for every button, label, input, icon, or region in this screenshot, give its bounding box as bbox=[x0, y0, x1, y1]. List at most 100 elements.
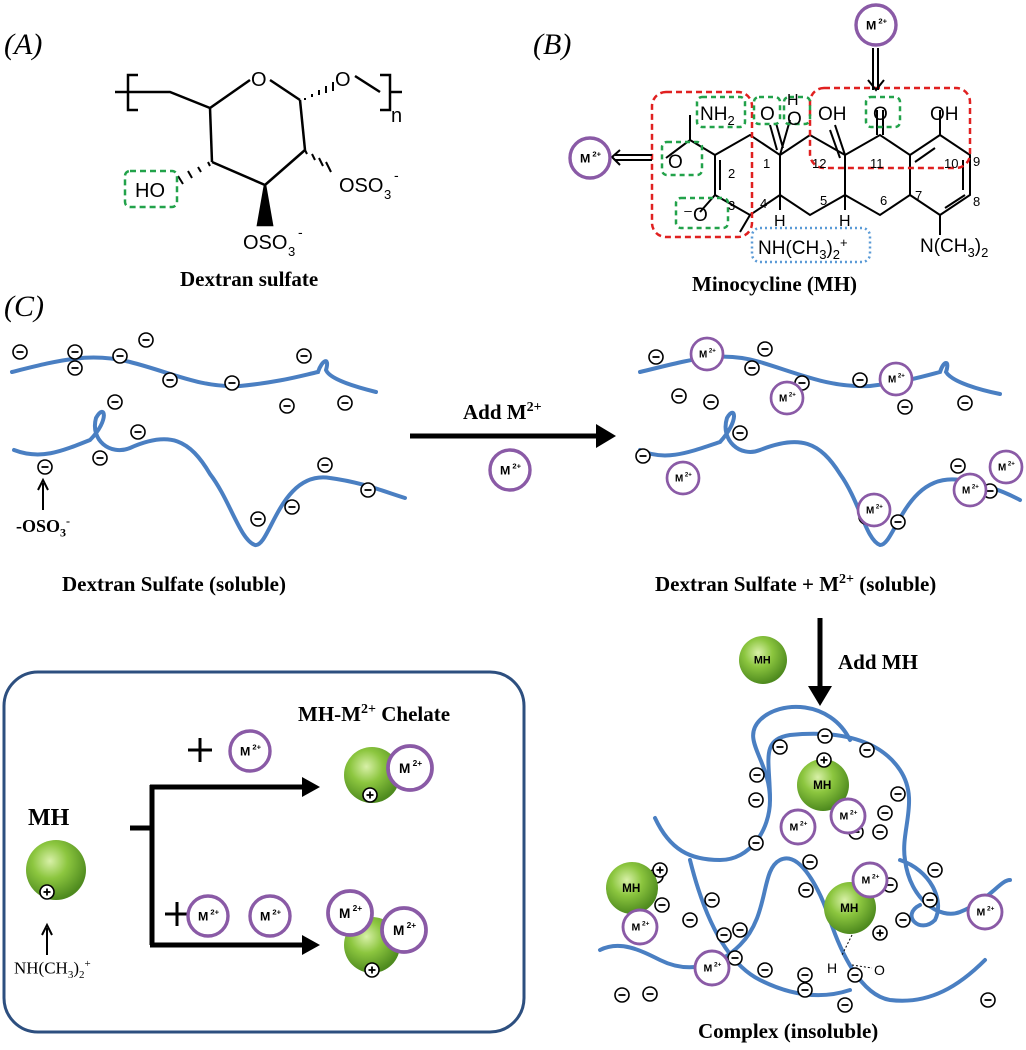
positive-charge bbox=[652, 862, 668, 878]
dextran-ho: HO bbox=[135, 180, 165, 202]
svg-text:OSO: OSO bbox=[243, 232, 287, 254]
negative-charge bbox=[895, 912, 911, 928]
svg-text:11: 11 bbox=[870, 156, 884, 171]
mino-o-12a: O bbox=[787, 109, 802, 130]
svg-text:M: M bbox=[998, 463, 1006, 474]
svg-text:2+: 2+ bbox=[1008, 461, 1015, 468]
positive-charge bbox=[872, 925, 888, 941]
svg-text:M: M bbox=[888, 375, 896, 386]
svg-text:H: H bbox=[827, 960, 837, 976]
ds-soluble-chains bbox=[10, 355, 407, 547]
ds-soluble-caption: Dextran Sulfate (soluble) bbox=[62, 572, 286, 596]
negative-charge bbox=[797, 967, 813, 983]
negative-charge bbox=[772, 739, 788, 755]
negative-charge bbox=[337, 395, 353, 411]
svg-text:M: M bbox=[393, 923, 404, 938]
negative-charge bbox=[744, 360, 760, 376]
negative-charge bbox=[802, 854, 818, 870]
svg-text:M: M bbox=[399, 761, 410, 776]
svg-text:O: O bbox=[874, 962, 885, 978]
svg-text:M: M bbox=[339, 906, 350, 921]
svg-text:2+: 2+ bbox=[272, 907, 281, 916]
positive-charge bbox=[362, 787, 378, 803]
negative-charge bbox=[749, 767, 765, 783]
panel-label-c: (C) bbox=[4, 290, 44, 323]
inset-panel bbox=[2, 670, 526, 1034]
mino-o-amide: O bbox=[668, 152, 683, 173]
mh-sphere: MH bbox=[739, 636, 787, 684]
svg-text:12: 12 bbox=[812, 156, 826, 171]
add-mh-label: Add MH bbox=[838, 650, 918, 674]
negative-charge bbox=[852, 372, 868, 388]
svg-text:1: 1 bbox=[763, 156, 770, 171]
negative-charge bbox=[284, 499, 300, 515]
negative-charge bbox=[727, 950, 743, 966]
negative-charge bbox=[250, 511, 266, 527]
svg-text:MH: MH bbox=[840, 902, 858, 915]
negative-charge bbox=[107, 394, 123, 410]
negative-charge bbox=[922, 892, 938, 908]
negative-charge bbox=[797, 982, 813, 998]
negative-charge bbox=[927, 862, 943, 878]
negative-charge bbox=[317, 457, 333, 473]
negative-charge bbox=[872, 824, 888, 840]
arrow-add-mh bbox=[808, 618, 832, 706]
negative-charge bbox=[614, 987, 630, 1003]
dextran-ring-o: O bbox=[251, 69, 267, 91]
negative-charge bbox=[847, 967, 863, 983]
svg-text:2+: 2+ bbox=[252, 742, 261, 751]
mino-o-1: O bbox=[760, 104, 775, 125]
svg-text:M: M bbox=[198, 909, 208, 923]
negative-charge bbox=[890, 786, 906, 802]
negative-charge bbox=[957, 395, 973, 411]
svg-text:2+: 2+ bbox=[413, 758, 423, 768]
mh-sphere: MH bbox=[606, 862, 658, 914]
svg-text:8: 8 bbox=[973, 194, 980, 209]
dextran-link-o: O bbox=[335, 69, 351, 91]
mh-sphere bbox=[26, 840, 86, 900]
dextran-oso3-right: OSO 3 - bbox=[339, 167, 399, 202]
arrow-add-m bbox=[410, 424, 616, 448]
negative-charge bbox=[704, 892, 720, 908]
negative-charge bbox=[279, 398, 295, 414]
ds-m-soluble-caption: Dextran Sulfate + M2+ (soluble) bbox=[655, 572, 937, 596]
dextran-oso3-bottom: OSO 3 - bbox=[243, 224, 303, 259]
add-m-label: Add M2+ bbox=[463, 400, 542, 424]
negative-charge bbox=[67, 344, 83, 360]
svg-text:3: 3 bbox=[288, 244, 295, 259]
svg-text:2+: 2+ bbox=[353, 903, 363, 913]
inset-plus-signs bbox=[165, 738, 212, 926]
mino-o-minus: ⁻O bbox=[683, 205, 708, 226]
mino-h-4a: H bbox=[774, 213, 786, 230]
svg-text:M: M bbox=[675, 474, 683, 485]
negative-charge bbox=[635, 448, 651, 464]
minocycline-structure bbox=[610, 48, 972, 264]
svg-text:3: 3 bbox=[728, 198, 735, 213]
svg-text:M: M bbox=[699, 350, 707, 361]
negative-charge bbox=[732, 425, 748, 441]
svg-text:-: - bbox=[298, 224, 303, 240]
dextran-structure bbox=[115, 73, 402, 227]
panel-label-a: (A) bbox=[4, 28, 43, 61]
svg-text:2+: 2+ bbox=[407, 920, 417, 930]
chelate-caption: MH-M2+ Chelate bbox=[298, 702, 451, 726]
negative-charge bbox=[671, 388, 687, 404]
svg-text:9: 9 bbox=[973, 154, 980, 169]
complex-chains bbox=[598, 704, 1012, 1003]
negative-charge bbox=[950, 458, 966, 474]
svg-text:M: M bbox=[240, 744, 250, 758]
h-bond: H O bbox=[827, 934, 885, 978]
negative-charge bbox=[748, 835, 764, 851]
negative-charge bbox=[757, 341, 773, 357]
negative-charge bbox=[130, 424, 146, 440]
